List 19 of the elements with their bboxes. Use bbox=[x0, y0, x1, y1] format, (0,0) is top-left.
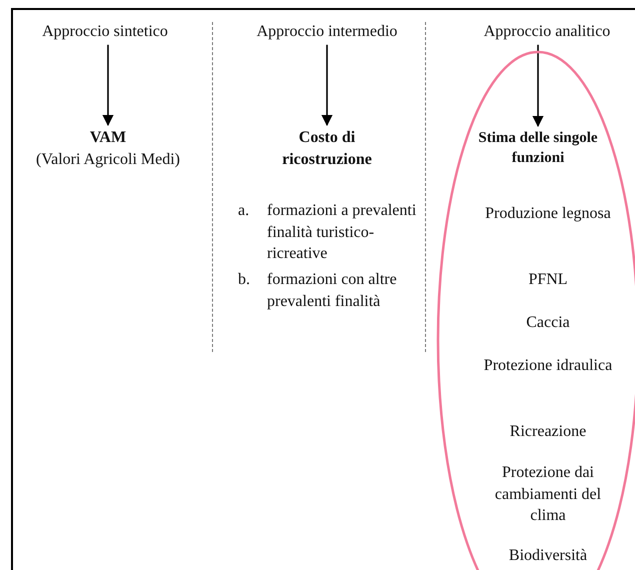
arrow bbox=[321, 44, 333, 126]
function-label: PFNL bbox=[527, 270, 569, 290]
function-label: Ricreazione bbox=[508, 422, 588, 442]
column-heading: Approccio intermedio bbox=[256, 22, 398, 42]
method-title: Costo di ricostruzione bbox=[281, 128, 373, 170]
list-item-text: formazioni con altre prevalenti finalità bbox=[267, 270, 398, 312]
method-title: VAM bbox=[90, 128, 126, 148]
list-marker: b. bbox=[238, 270, 251, 290]
function-label: Produzione legnosa bbox=[484, 204, 612, 224]
column-heading: Approccio analitico bbox=[484, 22, 610, 42]
method-title: Stima delle singole funzioni bbox=[477, 129, 599, 168]
column-heading: Approccio sintetico bbox=[42, 22, 168, 42]
arrow bbox=[102, 44, 114, 126]
list-marker: a. bbox=[238, 201, 250, 221]
function-label: Caccia bbox=[525, 313, 571, 333]
method-subtitle: (Valori Agricoli Medi) bbox=[36, 150, 180, 170]
function-label: Protezione idraulica bbox=[482, 356, 614, 376]
function-label: Biodiversità bbox=[508, 546, 588, 566]
function-label: Protezione dai cambiamenti del clima bbox=[494, 463, 602, 526]
